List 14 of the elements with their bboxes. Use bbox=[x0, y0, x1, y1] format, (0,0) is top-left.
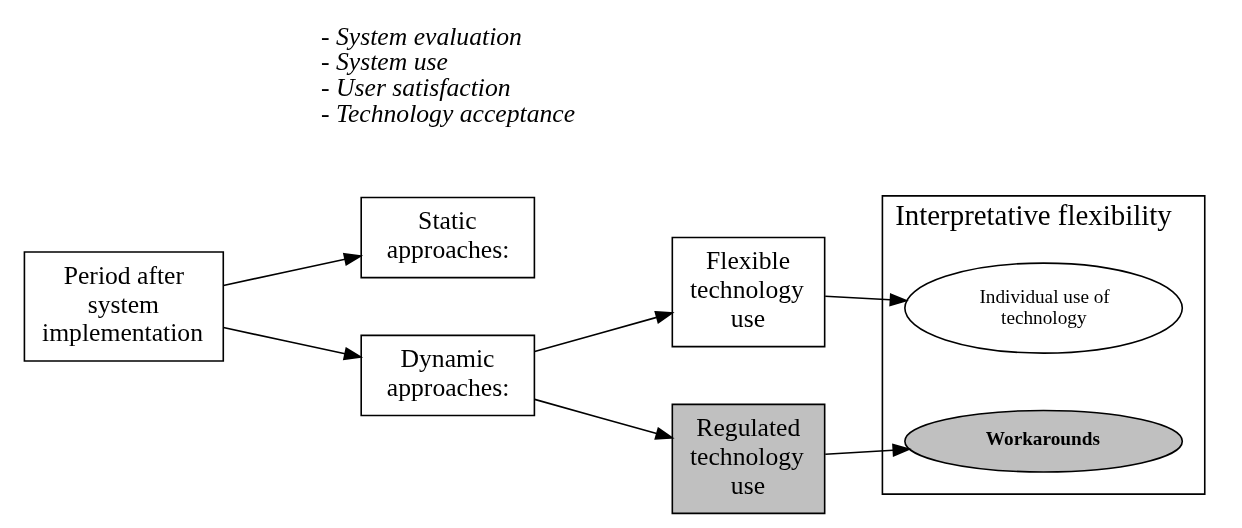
label: - System evaluation bbox=[321, 21, 522, 51]
node-box: Regulated technology use bbox=[671, 403, 826, 515]
arrow bbox=[222, 326, 364, 361]
node-ellipse: Workarounds bbox=[904, 409, 1184, 473]
arrow bbox=[533, 311, 675, 353]
node-box: Flexible technology use bbox=[671, 236, 826, 348]
node-box: Period after system implementation bbox=[23, 251, 225, 362]
arrow bbox=[533, 398, 675, 440]
arrow bbox=[824, 293, 909, 307]
node-ellipse: Individual use of technology bbox=[904, 262, 1184, 354]
node-box: Dynamic approaches: bbox=[360, 334, 536, 417]
arrow bbox=[824, 443, 912, 457]
arrow bbox=[222, 252, 364, 287]
node-box: Static approaches: bbox=[360, 196, 536, 279]
